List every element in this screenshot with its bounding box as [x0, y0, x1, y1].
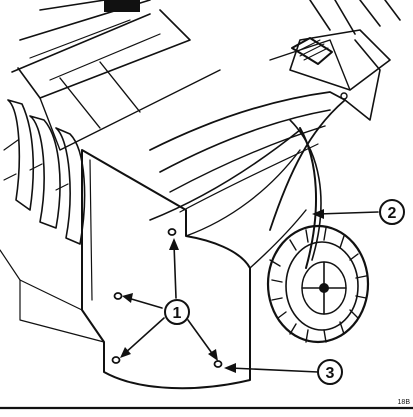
- callout-1-arrows: [120, 238, 218, 361]
- screw-holes: [111, 228, 223, 368]
- handle-assembly: [269, 0, 401, 121]
- side-cover-panel: [81, 129, 307, 390]
- callout-2-label: 2: [388, 205, 397, 222]
- callout-2-arrow: [312, 209, 379, 219]
- callout-3: 3: [317, 359, 343, 385]
- callout-3-arrow: [224, 363, 319, 373]
- figure-id: 18B: [398, 399, 411, 406]
- callout-1-label: 1: [173, 305, 182, 322]
- callout-1: 1: [164, 299, 190, 325]
- callout-3-label: 3: [326, 365, 335, 382]
- base-line: [0, 249, 413, 410]
- auger-paddles: [3, 99, 86, 245]
- wheel: [266, 224, 370, 344]
- callout-2: 2: [379, 199, 405, 225]
- housing-body: [149, 91, 346, 269]
- upper-frame: [11, 0, 221, 151]
